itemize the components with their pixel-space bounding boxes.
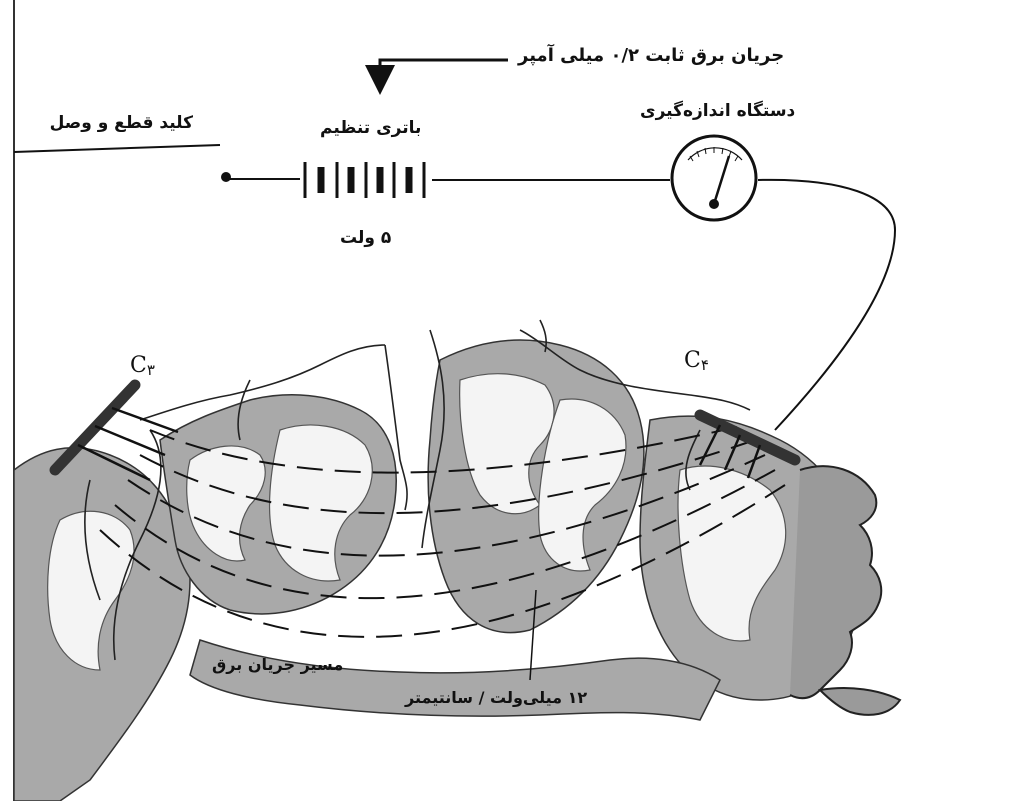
cortex-lower-band bbox=[190, 640, 720, 720]
gradient-label: ۱۲ میلی‌ولت / سانتیمتر bbox=[405, 690, 587, 706]
battery-label: باتری تنظیم bbox=[320, 120, 421, 137]
battery-symbol bbox=[305, 162, 424, 198]
meter-label: دستگاه اندازه‌گیری bbox=[640, 103, 795, 120]
path-label: مسیر جریان برق bbox=[212, 657, 343, 673]
lower-tongue-shape bbox=[820, 688, 900, 715]
current-arrow bbox=[380, 60, 508, 80]
electrode-c3-label: C۳ bbox=[130, 355, 155, 378]
switch-lever bbox=[14, 145, 231, 182]
current-label: جریان برق ثابت ۰/۲ میلی آمپر bbox=[518, 47, 784, 65]
switch-label: کلید قطع و وصل bbox=[0, 115, 193, 132]
voltage-label: ۵ ولت bbox=[340, 230, 391, 247]
electrode-c4-label: C۴ bbox=[684, 350, 709, 373]
meter-gauge-icon bbox=[672, 136, 756, 220]
wire-meter-to-electrode bbox=[758, 180, 895, 430]
head-profile-outline bbox=[790, 466, 881, 698]
